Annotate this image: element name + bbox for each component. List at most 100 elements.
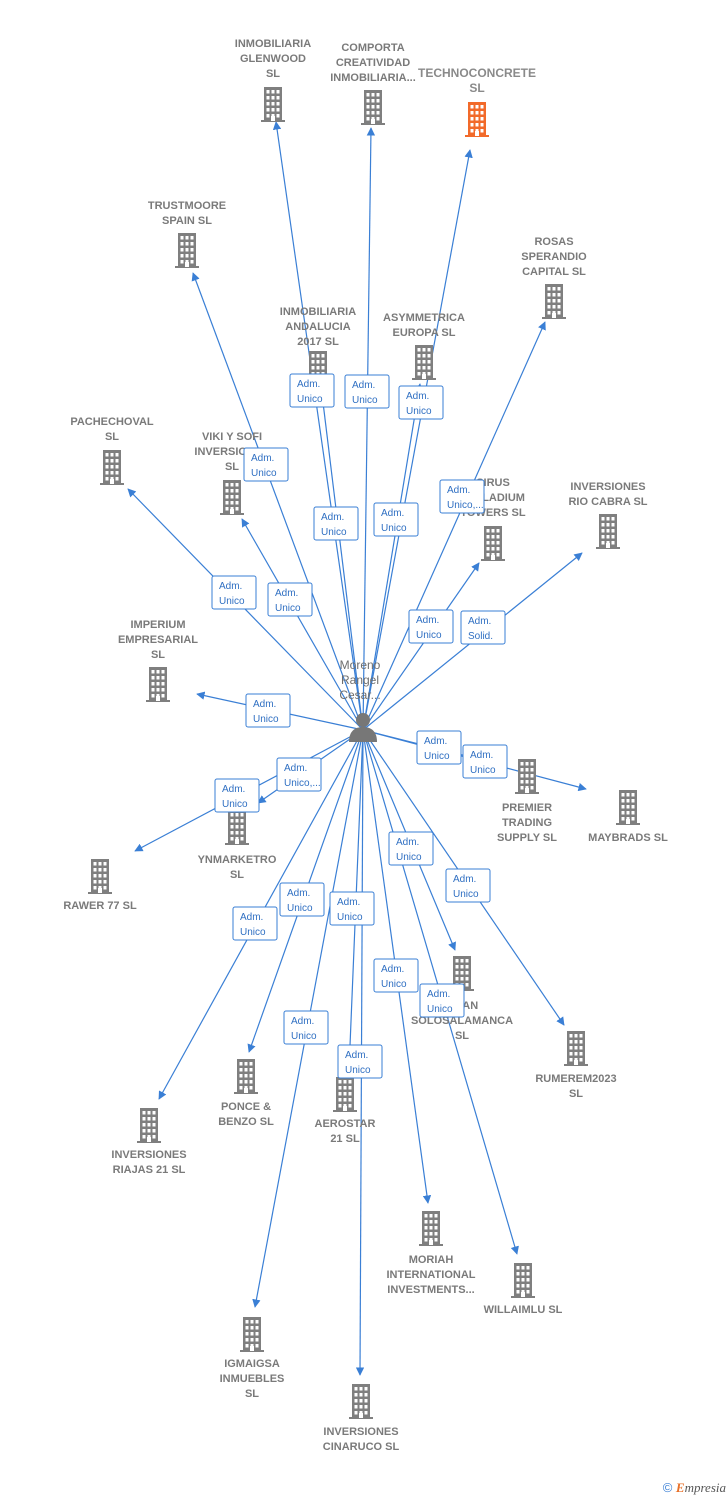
building-icon[interactable] [261, 87, 285, 122]
edge-label-sirus[interactable]: Adm.Unico [408, 609, 454, 644]
edge-label-asymmetrica[interactable]: Adm.Unico [373, 502, 419, 537]
building-icon[interactable] [88, 859, 112, 894]
company-label-line: WILLAIMLU SL [484, 1304, 563, 1316]
building-icon[interactable] [596, 514, 620, 549]
edge-label-premier[interactable]: Adm.Unico [416, 730, 462, 765]
building-icon[interactable] [234, 1059, 258, 1094]
edge-label-text: Unico [453, 889, 479, 900]
edge-vikisofi [241, 518, 364, 731]
building-icon[interactable] [450, 956, 474, 991]
building-icon[interactable] [515, 759, 539, 794]
edge-label-gransolo[interactable]: Adm.Unico [388, 831, 434, 866]
edge-label-rosas[interactable]: Adm.Unico,... [439, 479, 485, 514]
building-icon[interactable] [225, 810, 249, 845]
building-icon[interactable] [412, 345, 436, 380]
edge-label-text: Adm. [468, 616, 491, 627]
edge-label-imperium[interactable]: Adm.Unico [245, 693, 291, 728]
edge-label-technoconcrete[interactable]: Adm.Unico [398, 385, 444, 420]
company-label-line: IMPERIUM [131, 619, 186, 631]
edge-label-aerostar[interactable]: Adm.Unico [329, 891, 375, 926]
building-icon[interactable] [511, 1263, 535, 1298]
company-label-line: RIAJAS 21 SL [113, 1164, 186, 1176]
building-icon[interactable] [542, 284, 566, 319]
edge-label-text: Unico [381, 979, 407, 990]
edge-label-cinaruco[interactable]: Adm. Unico [337, 1044, 383, 1079]
building-icon[interactable] [137, 1108, 161, 1143]
edge-label-text: Adm. [424, 736, 447, 747]
building-icon[interactable] [616, 790, 640, 825]
company-label-line: SL [225, 461, 239, 473]
edge-label-rawer[interactable]: Adm.Unico [214, 778, 260, 813]
company-label-willaimlu[interactable]: WILLAIMLU SL [484, 1304, 563, 1316]
building-icon[interactable] [220, 480, 244, 515]
building-icon[interactable] [481, 526, 505, 561]
edge-label-willaimlu[interactable]: Adm.Unico [419, 983, 465, 1018]
company-label-line: RUMEREM2023 [535, 1073, 616, 1085]
edge-label-pachechoval[interactable]: Adm.Unico [211, 575, 257, 610]
edge-label-text: Unico [416, 630, 442, 641]
edge-label-rumerem[interactable]: Adm.Unico [445, 868, 491, 903]
edge-label-maybrads[interactable]: Adm.Unico [462, 744, 508, 779]
building-icon[interactable] [564, 1031, 588, 1066]
edge-label-trustmoore[interactable]: Adm.Unico [243, 447, 289, 482]
edge-label-andalucia[interactable]: Adm.Unico [313, 506, 359, 541]
edge-label-riocabra[interactable]: Adm.Solid. [460, 610, 506, 645]
edge-label-text: Adm. [253, 699, 276, 710]
edge-label-text: Adm. [447, 485, 470, 496]
building-icon[interactable] [333, 1077, 357, 1112]
edge-label-text: Unico [222, 799, 248, 810]
edge-label-moriah[interactable]: Adm.Unico [373, 958, 419, 993]
company-label-rawer[interactable]: RAWER 77 SL [63, 900, 137, 912]
company-label-maybrads[interactable]: MAYBRADS SL [588, 832, 668, 844]
building-icon[interactable] [100, 450, 124, 485]
footer-brand[interactable]: © Empresia [663, 1480, 726, 1496]
building-icon[interactable] [465, 102, 489, 137]
company-label-line: SOLOSALAMANCA [411, 1015, 513, 1027]
building-icon[interactable] [240, 1317, 264, 1352]
building-icon[interactable] [361, 90, 385, 125]
edge-label-ynmarketro[interactable]: Adm.Unico,... [276, 757, 322, 792]
edge-label-text: Adm. [427, 989, 450, 1000]
edge-label-riajas[interactable]: Adm.Unico [232, 906, 278, 941]
edge-label-igmaigsa[interactable]: Adm.Unico [283, 1010, 329, 1045]
company-label-line: SL [151, 649, 165, 661]
edge-label-text: Unico [345, 1065, 371, 1076]
edge-label-glenwood[interactable]: Adm.Unico [289, 373, 335, 408]
edge-glenwood [272, 121, 364, 731]
edge-label-comporta[interactable]: Adm.Unico [344, 374, 390, 409]
building-icon[interactable] [146, 667, 170, 702]
company-label-line: SL [230, 869, 244, 881]
edge-label-text: Adm. [470, 750, 493, 761]
building-icon[interactable] [175, 233, 199, 268]
edge-comporta [362, 127, 376, 731]
company-label-ponce[interactable]: PONCE &BENZO SL [218, 1101, 274, 1128]
edge-label-ponce[interactable]: Adm.Unico [279, 882, 325, 917]
person-icon[interactable] [349, 713, 377, 742]
building-icon[interactable] [419, 1211, 443, 1246]
building-icon[interactable] [349, 1384, 373, 1419]
edge-label-text: Adm. [291, 1016, 314, 1027]
edge-label-vikisofi[interactable]: Adm.Unico [267, 582, 313, 617]
edge-label-text: Adm. [345, 1050, 368, 1061]
company-label-line: AEROSTAR [315, 1118, 376, 1130]
